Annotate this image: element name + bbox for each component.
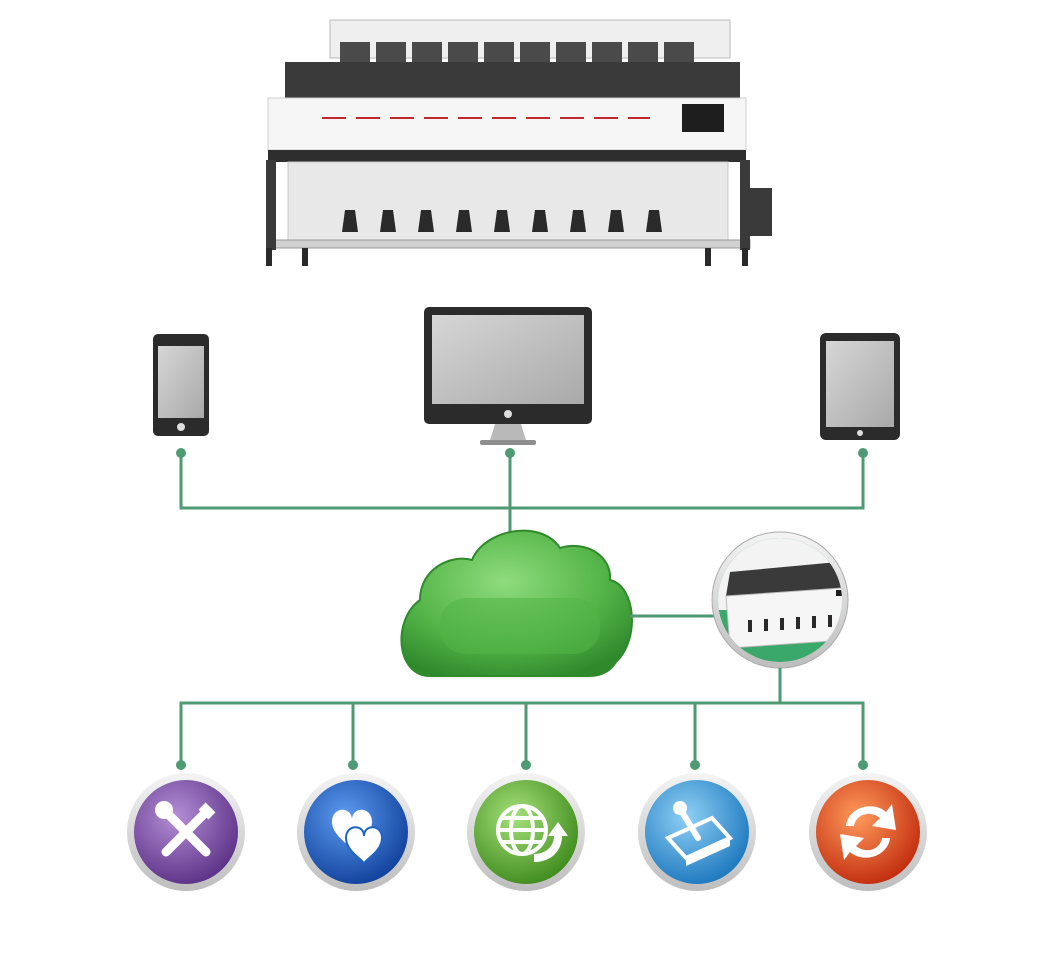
color-sorter-thumbnail — [711, 531, 849, 669]
hearts-icon — [297, 773, 415, 891]
wrench-screwdriver-icon — [127, 773, 245, 891]
refresh-arrows-icon — [809, 773, 927, 891]
joystick-panel-icon — [638, 773, 756, 891]
globe-icon — [467, 773, 585, 891]
touch-screen — [682, 104, 724, 132]
web-connector-dot — [521, 760, 531, 770]
service-connectors — [179, 668, 865, 765]
tablet-icon — [820, 333, 900, 440]
cloud-icon — [400, 529, 633, 678]
monitor-icon — [424, 307, 592, 445]
device-connectors — [179, 453, 865, 535]
smartphone-icon — [153, 334, 209, 436]
update-connector-dot — [858, 760, 868, 770]
monitor-connector-dot — [505, 448, 515, 458]
tablet-connector-dot — [858, 448, 868, 458]
care-connector-dot — [348, 760, 358, 770]
color-sorter-machine — [266, 19, 772, 266]
maintenance-connector-dot — [176, 760, 186, 770]
settings-connector-dot — [690, 760, 700, 770]
phone-connector-dot — [176, 448, 186, 458]
